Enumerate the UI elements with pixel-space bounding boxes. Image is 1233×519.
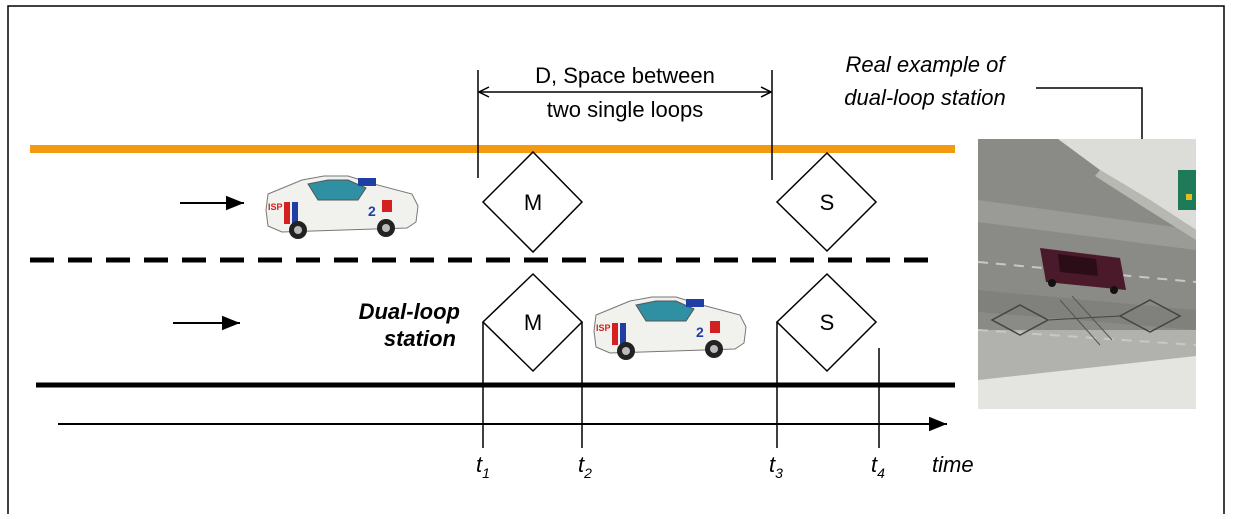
highway-sign-icon <box>1178 170 1196 210</box>
photo-caption-line1: Real example of <box>846 52 1008 77</box>
dual-loop-station-photo <box>978 139 1196 409</box>
slave-loop-lane2: S <box>775 272 878 373</box>
time-marker-t4: t4 <box>871 452 885 481</box>
spacing-label-line2: two single loops <box>547 97 704 122</box>
car-sponsor-decal: ISP <box>268 202 283 212</box>
station-label-line1: Dual-loop <box>359 299 460 324</box>
time-marker-t1: t1 <box>476 452 490 481</box>
frame-border <box>7 5 1225 514</box>
photo-vehicle-icon <box>1040 248 1126 294</box>
slave-loop-label: S <box>820 310 835 335</box>
spacing-label-line1: D, Space between <box>535 63 715 88</box>
time-marker-t2: t2 <box>578 452 592 481</box>
photo-loop-icon <box>990 304 1050 336</box>
master-loop-lane2: M <box>481 272 584 373</box>
master-loop-label: M <box>524 190 542 215</box>
photo-loop-icon <box>1118 299 1182 333</box>
car-number-decal: 2 <box>696 324 704 340</box>
master-loop-lane1: M <box>481 150 584 254</box>
car-number-decal: 2 <box>368 203 376 219</box>
time-axis-label: time <box>932 452 974 477</box>
time-marker-t3: t3 <box>769 452 783 481</box>
station-label-line2: station <box>384 326 456 351</box>
slave-loop-lane1: S <box>775 151 878 253</box>
slave-loop-label: S <box>820 190 835 215</box>
car-lane2: ISP 2 <box>593 296 747 360</box>
car-sponsor-decal: ISP <box>596 323 611 333</box>
photo-caption-line2: dual-loop station <box>844 85 1005 110</box>
master-loop-label: M <box>524 310 542 335</box>
car-lane1: ISP 2 <box>265 175 419 239</box>
